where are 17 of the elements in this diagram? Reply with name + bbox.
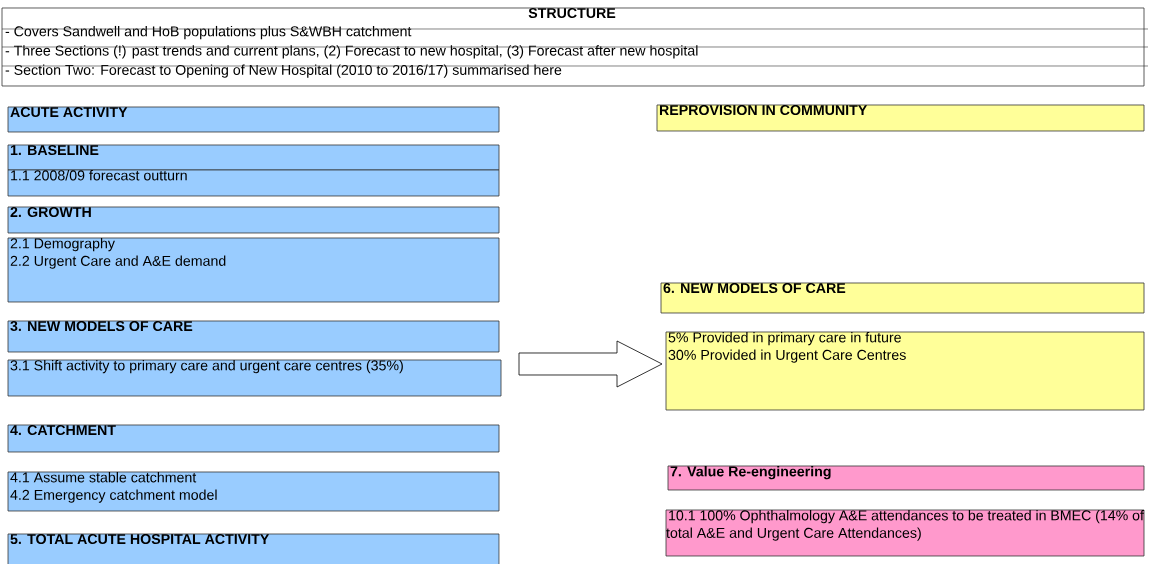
detail-box: 5% Provided in primary care in future 30% Provided in Urgent Care Centres: [665, 331, 1145, 411]
detail-box: 3.1 Shift activity to primary care and urgent care centres (35%): [7, 359, 502, 397]
section-header: ACUTE ACTIVITY: [7, 106, 500, 133]
block-arrow: [518, 340, 663, 388]
detail-box: 4.1 Assume stable catchment 4.2 Emergency catchment model: [7, 471, 500, 512]
section-header: 1. BASELINE: [7, 144, 500, 171]
section-header: 6. NEW MODELS OF CARE: [660, 282, 1145, 314]
section-header: REPROVISION IN COMMUNITY: [656, 104, 1145, 132]
section-header: 7. Value Re-engineering: [667, 465, 1145, 491]
detail-box: 10.1 100% Ophthalmology A&E attendances to be treated in BMEC (14% of total A&E and Urgent Care Attendances): [665, 509, 1145, 557]
detail-box: 1.1 2008/09 forecast outturn: [7, 169, 500, 197]
section-header: 2. GROWTH: [7, 206, 500, 234]
detail-box: 2.1 Demography 2.2 Urgent Care and A&E demand: [7, 237, 500, 303]
structure-panel: STRUCTURE - Covers Sandwell and HoB populations plus S&WBH catchment - Three Sections (!) past trends and current plans, (2) Forecast to new hospital, (3) Forecast after new hospital - Section Two: Forecast to Opening of New Hospital (2010 to 2016/17) summarised here: [1, 7, 1145, 87]
section-header: 3. NEW MODELS OF CARE: [7, 320, 500, 353]
section-header: 4. CATCHMENT: [7, 424, 500, 453]
section-header: 5. TOTAL ACUTE HOSPITAL ACTIVITY: [7, 533, 500, 564]
